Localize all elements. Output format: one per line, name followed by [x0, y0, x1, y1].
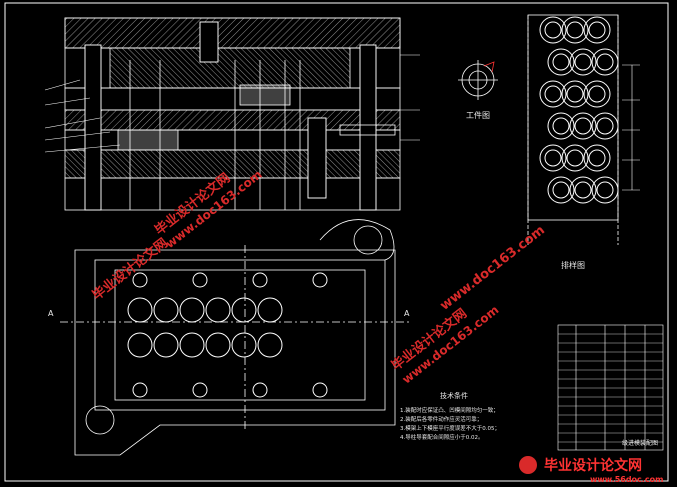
strip-ring-inner: [544, 21, 562, 39]
guide-hole: [192, 382, 208, 398]
tech-req-item: 2.装配后各零件动作应灵活可靠；: [400, 415, 482, 423]
svg-text:毕业设计论文网: 毕业设计论文网: [544, 457, 642, 474]
strip-ring-inner: [596, 53, 614, 71]
plan-view: [60, 219, 410, 456]
strip-ring: [539, 144, 567, 172]
strip-ring: [547, 112, 575, 140]
svg-text:www.56doc.com: www.56doc.com: [590, 475, 663, 484]
die-opening: [153, 332, 179, 358]
assembly-section-view: [64, 17, 401, 211]
guide-hole: [132, 272, 148, 288]
strip-ring: [583, 144, 611, 172]
guide-hole: [252, 272, 268, 288]
strip-ring: [561, 144, 589, 172]
watermark-left: 毕业设计论文网: [89, 235, 171, 304]
strip-layout-rings: [539, 16, 619, 204]
strip-ring-inner: [596, 181, 614, 199]
guide-hole: [192, 272, 208, 288]
watermark-bottom-logo: 毕业设计论文网 www.56doc.com: [519, 456, 663, 484]
tech-req-item: 1.装配时应保证凸、凹模间隙均匀一致；: [400, 406, 499, 414]
strip-ring: [547, 176, 575, 204]
workpiece-view-label: 工件图: [466, 110, 490, 120]
section-marker-left: A: [48, 309, 54, 318]
drawing-name: 级进模装配图: [622, 439, 658, 447]
strip-ring-inner: [574, 53, 592, 71]
strip-ring: [591, 176, 619, 204]
strip-ring: [591, 112, 619, 140]
strip-layout-label: 排样图: [561, 260, 585, 270]
tech-req-title: 技术条件: [440, 391, 468, 400]
strip-ring: [539, 16, 567, 44]
drawing-border: [4, 2, 669, 482]
die-opening: [179, 332, 205, 358]
guide-hole: [132, 382, 148, 398]
die-opening: [153, 297, 179, 323]
strip-ring-inner: [566, 21, 584, 39]
strip-ring-inner: [574, 117, 592, 135]
strip-ring: [561, 16, 589, 44]
strip-ring-inner: [544, 85, 562, 103]
guide-hole: [312, 272, 328, 288]
strip-ring-inner: [544, 149, 562, 167]
strip-layout-drawing: [527, 14, 619, 245]
part-leader-lines: [44, 54, 420, 153]
tech-req-item: 3.模架上下模座平行度误差不大于0.05；: [400, 424, 500, 432]
strip-ring: [569, 112, 597, 140]
strip-dimensions: [622, 64, 640, 191]
strip-ring: [561, 80, 589, 108]
parts-list-rows: [558, 333, 663, 443]
strip-ring: [539, 80, 567, 108]
strip-ring-inner: [574, 181, 592, 199]
die-opening: [205, 332, 231, 358]
strip-ring-inner: [552, 181, 570, 199]
die-opening: [205, 297, 231, 323]
die-opening: [231, 297, 257, 323]
strip-ring: [547, 48, 575, 76]
tech-req-item: 4.导柱导套配合间隙应小于0.02。: [400, 433, 484, 441]
strip-ring: [569, 48, 597, 76]
strip-ring: [583, 16, 611, 44]
strip-ring-inner: [588, 21, 606, 39]
die-opening: [179, 297, 205, 323]
strip-ring: [583, 80, 611, 108]
title-block: [557, 324, 664, 451]
die-opening: [231, 332, 257, 358]
strip-ring-inner: [552, 117, 570, 135]
strip-ring-inner: [566, 149, 584, 167]
guide-hole: [312, 382, 328, 398]
watermark-right: www.doc163.com: [438, 223, 548, 314]
die-opening: [127, 297, 153, 323]
plan-die-openings: [127, 272, 328, 398]
strip-ring-inner: [588, 149, 606, 167]
die-opening: [127, 332, 153, 358]
die-opening: [257, 297, 283, 323]
section-marker-right: A: [404, 309, 410, 318]
svg-text:www.doc163.com: www.doc163.com: [438, 223, 548, 314]
strip-ring-inner: [566, 85, 584, 103]
technical-requirements: 技术条件 1.装配时应保证凸、凹模间隙均匀一致； 2.装配后各零件动作应灵活可靠…: [400, 391, 500, 441]
strip-ring-inner: [596, 117, 614, 135]
die-opening: [257, 332, 283, 358]
strip-ring-inner: [588, 85, 606, 103]
strip-ring-inner: [552, 53, 570, 71]
workpiece-drawing: [458, 60, 498, 100]
svg-text:毕业设计论文网: 毕业设计论文网: [89, 235, 171, 304]
guide-hole: [252, 382, 268, 398]
strip-ring: [591, 48, 619, 76]
strip-ring: [569, 176, 597, 204]
